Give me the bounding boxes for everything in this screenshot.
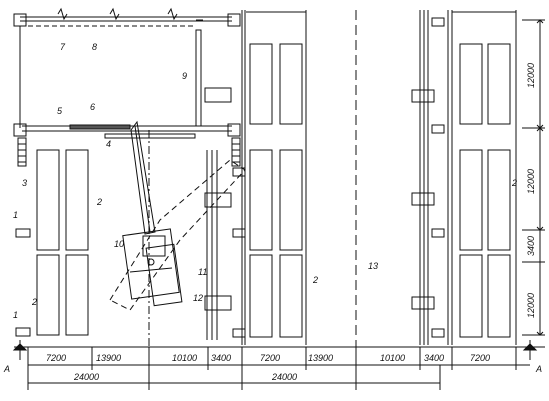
middle-panel-group <box>246 10 307 345</box>
dimension-d10100b: 10100 <box>380 353 405 363</box>
dimension-d12000a: 12000 <box>526 63 536 88</box>
panel <box>36 254 60 336</box>
callout-c10: 10 <box>114 239 124 249</box>
crane-rail <box>13 123 241 167</box>
left-panel-group <box>15 149 89 337</box>
dimension-d10100a: 10100 <box>172 353 197 363</box>
callout-c9: 9 <box>182 71 187 81</box>
dimension-d3400a: 3400 <box>211 353 231 363</box>
callout-c1a: 1 <box>13 210 18 220</box>
callout-c4: 4 <box>106 139 111 149</box>
top-gantry <box>13 7 241 128</box>
bottom-dimension-lines <box>12 340 545 390</box>
dimension-d24000a: 24000 <box>73 372 99 382</box>
callout-c2b: 2 <box>31 297 37 307</box>
crane-end-block <box>227 123 241 137</box>
section-mark-right: A <box>535 364 542 374</box>
vertical-pipe <box>195 19 203 127</box>
gantry-end-block <box>227 13 241 27</box>
dimension-d3400b: 3400 <box>424 353 444 363</box>
callout-c8: 8 <box>92 42 97 52</box>
callout-c3: 3 <box>22 178 27 188</box>
panel <box>65 254 89 336</box>
dimension-d3400v: 3400 <box>526 236 536 256</box>
callout-c7: 7 <box>60 42 66 52</box>
dimension-d7200c: 7200 <box>470 353 490 363</box>
callout-c5: 5 <box>57 106 63 116</box>
rail-bar <box>104 133 196 139</box>
right-dimension-line <box>522 19 545 336</box>
dimension-d13900b: 13900 <box>308 353 333 363</box>
dimension-d12000c: 12000 <box>526 293 536 318</box>
dimension-d24000b: 24000 <box>271 372 297 382</box>
ladder <box>231 137 241 167</box>
gantry-end-block <box>13 13 27 27</box>
panel <box>36 149 60 251</box>
callout-c1b: 1 <box>13 310 18 320</box>
section-mark-left: A <box>3 364 10 374</box>
callout-c2a: 2 <box>96 197 102 207</box>
panel <box>65 149 89 251</box>
ladder <box>17 137 27 167</box>
crane-end-block <box>13 123 27 137</box>
right-building <box>411 10 517 345</box>
dimension-d7200a: 7200 <box>46 353 66 363</box>
callout-c11: 11 <box>198 267 207 277</box>
callout-c2d: 2 <box>511 178 517 188</box>
small-block <box>15 228 31 238</box>
dimension-d7200b: 7200 <box>260 353 280 363</box>
callout-c2c: 2 <box>312 275 318 285</box>
dimension-d13900a: 13900 <box>96 353 121 363</box>
callout-c6: 6 <box>90 102 95 112</box>
callout-c12: 12 <box>193 293 203 303</box>
small-block <box>15 327 31 337</box>
dimension-d12000b: 12000 <box>526 169 536 194</box>
tower-crane <box>109 120 246 311</box>
callout-c13: 13 <box>368 261 378 271</box>
